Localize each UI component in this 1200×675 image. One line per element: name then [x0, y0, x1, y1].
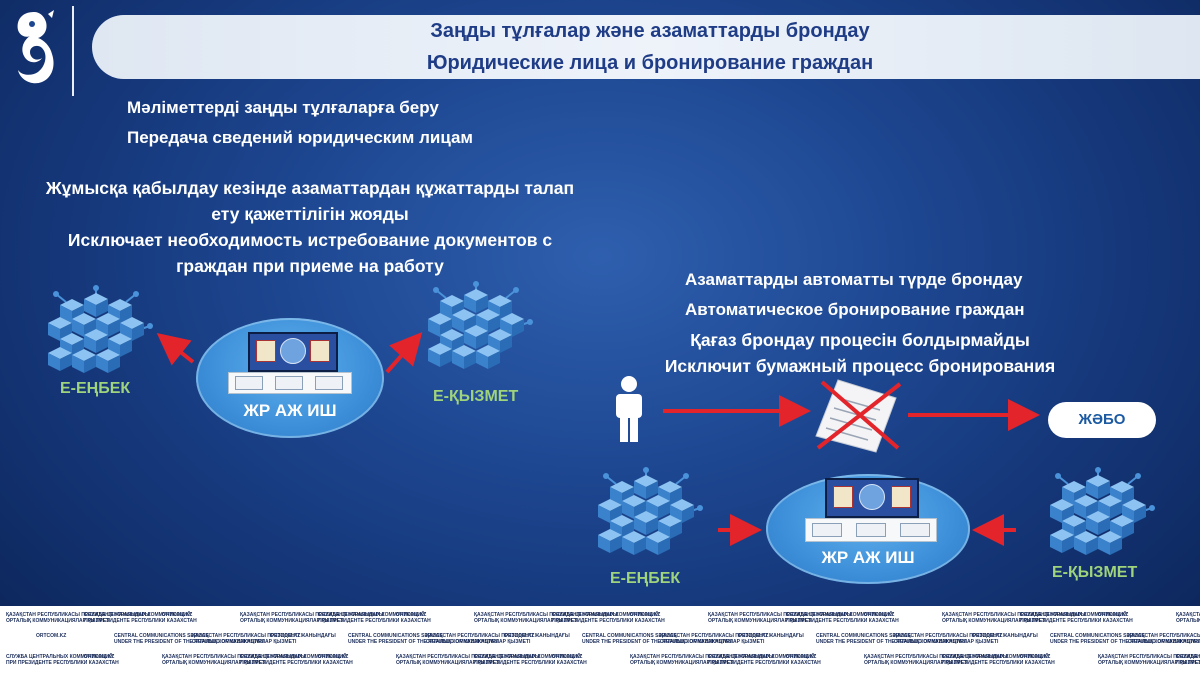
- header-divider: [72, 6, 74, 96]
- left-description-kz: Жұмысқа қабылдау кезінде азаматтардан құ…: [45, 178, 575, 224]
- title-bar: [92, 15, 1200, 79]
- footer-text: ҚАЗАҚСТАН РЕСПУБЛИКАСЫ ПРЕЗИДЕНТІ ЖАНЫНД…: [426, 633, 570, 645]
- footer-text: ҚАЗАҚСТАН РЕСПУБЛИКАСЫ ПРЕЗИДЕНТІ ЖАНЫНД…: [1176, 612, 1200, 624]
- footer-text: ORTCOM.KZ: [36, 633, 67, 639]
- left-subtitle-kz: Мәліметтерді заңды тұлғаларға беру: [127, 98, 439, 117]
- footer-text: ҚАЗАҚСТАН РЕСПУБЛИКАСЫ ПРЕЗИДЕНТІ ЖАНЫНД…: [708, 612, 852, 624]
- e-enbek-cluster-icon: [48, 285, 153, 373]
- footer-text: ҚАЗАҚСТАН РЕСПУБЛИКАСЫ ПРЕЗИДЕНТІ ЖАНЫНД…: [630, 654, 774, 666]
- e-kyzmet-label-right: Е-ҚЫЗМЕТ: [1052, 564, 1138, 581]
- title-ru: Юридические лица и бронирование граждан: [426, 52, 874, 74]
- footer-text: ҚАЗАҚСТАН РЕСПУБЛИКАСЫ ПРЕЗИДЕНТІ ЖАНЫНД…: [1128, 633, 1200, 645]
- footer-text: ORTCOM.KZ: [972, 633, 1003, 639]
- right-description-ru: Исключит бумажный процесс бронирования: [664, 356, 1056, 376]
- e-kyzmet-cluster-icon: [428, 281, 533, 369]
- footer-text: ORTCOM.KZ: [864, 612, 895, 618]
- terminals-icon-left: [228, 372, 352, 394]
- left-description-ru: Исключает необходимость истребование док…: [67, 230, 553, 276]
- e-enbek-label-left: Е-ЕҢБЕК: [60, 380, 131, 397]
- e-enbek-cluster-icon-right: [598, 467, 703, 555]
- footer-text: ORTCOM.KZ: [738, 633, 769, 639]
- footer-text: ҚАЗАҚСТАН РЕСПУБЛИКАСЫ ПРЕЗИДЕНТІ ЖАНЫНД…: [6, 612, 150, 624]
- footer-text: ҚАЗАҚСТАН РЕСПУБЛИКАСЫ ПРЕЗИДЕНТІ ЖАНЫНД…: [474, 612, 618, 624]
- footer-text: ORTCOM.KZ: [162, 612, 193, 618]
- footer-text: ORTCOM.KZ: [504, 633, 535, 639]
- right-subtitle-ru: Автоматическое бронирование граждан: [685, 300, 1025, 319]
- footer-text: ҚАЗАҚСТАН РЕСПУБЛИКАСЫ ПРЕЗИДЕНТІ ЖАНЫНД…: [162, 654, 306, 666]
- diagram-graphics: [0, 0, 1200, 606]
- footer-text: ҚАЗАҚСТАН РЕСПУБЛИКАСЫ ПРЕЗИДЕНТІ ЖАНЫНД…: [942, 612, 1086, 624]
- monitor-icon-left: [248, 332, 338, 372]
- footer-text: ҚАЗАҚСТАН РЕСПУБЛИКАСЫ ПРЕЗИДЕНТІ ЖАНЫНД…: [396, 654, 540, 666]
- footer-text: ORTCOM.KZ: [1020, 654, 1051, 660]
- footer-text: ORTCOM.KZ: [318, 654, 349, 660]
- jabo-badge: ЖӘБО: [1048, 402, 1156, 438]
- footer-text: ORTCOM.KZ: [1098, 612, 1129, 618]
- person-icon: [616, 376, 642, 442]
- title-kz: Заңды тұлғалар және азаматтарды брондау: [430, 20, 870, 42]
- footer-text: ҚАЗАҚСТАН РЕСПУБЛИКАСЫ ПРЕЗИДЕНТІ ЖАНЫНД…: [894, 633, 1038, 645]
- monitor-icon-right: [825, 478, 919, 518]
- system-label-left: ЖР АЖ ИШ: [243, 401, 337, 420]
- e-kyzmet-label-left: Е-ҚЫЗМЕТ: [433, 388, 519, 405]
- footer-text: ҚАЗАҚСТАН РЕСПУБЛИКАСЫ ПРЕЗИДЕНТІ ЖАНЫНД…: [192, 633, 336, 645]
- footer-text: ORTCOM.KZ: [630, 612, 661, 618]
- arrow-to-e-enbek: [156, 333, 195, 366]
- footer-text: ORTCOM.KZ: [552, 654, 583, 660]
- footer-text: ORTCOM.KZ: [270, 633, 301, 639]
- e-enbek-label-right: Е-ЕҢБЕК: [610, 570, 681, 587]
- arrow-to-e-kyzmet: [385, 332, 423, 374]
- left-subtitle-ru: Передача сведений юридическим лицам: [127, 128, 474, 147]
- footer-text: ORTCOM.KZ: [396, 612, 427, 618]
- footer-text: ORTCOM.KZ: [786, 654, 817, 660]
- footer-text: ҚАЗАҚСТАН РЕСПУБЛИКАСЫ ПРЕЗИДЕНТІ ЖАНЫНД…: [660, 633, 804, 645]
- right-description-kz: Қағаз брондау процесін болдырмайды: [690, 330, 1030, 350]
- footer-text: ҚАЗАҚСТАН РЕСПУБЛИКАСЫ ПРЕЗИДЕНТІ ЖАНЫНД…: [864, 654, 1008, 666]
- e-kyzmet-cluster-icon-right: [1050, 467, 1155, 555]
- terminals-icon-right: [805, 518, 937, 542]
- footer-text: ҚАЗАҚСТАН РЕСПУБЛИКАСЫ ПРЕЗИДЕНТІ ЖАНЫНД…: [240, 612, 384, 624]
- footer-text: ҚАЗАҚСТАН РЕСПУБЛИКАСЫ ПРЕЗИДЕНТІ ЖАНЫНД…: [1098, 654, 1200, 666]
- footer-text: ORTCOM.KZ: [84, 654, 115, 660]
- right-subtitle-kz: Азаматтарды автоматты түрде брондау: [685, 270, 1023, 289]
- document-crossed-icon: [815, 379, 902, 453]
- footer-pattern: ҚАЗАҚСТАН РЕСПУБЛИКАСЫ ПРЕЗИДЕНТІ ЖАНЫНД…: [0, 606, 1200, 675]
- system-label-right: ЖР АЖ ИШ: [821, 548, 915, 567]
- snow-leopard-logo-icon: [17, 10, 54, 84]
